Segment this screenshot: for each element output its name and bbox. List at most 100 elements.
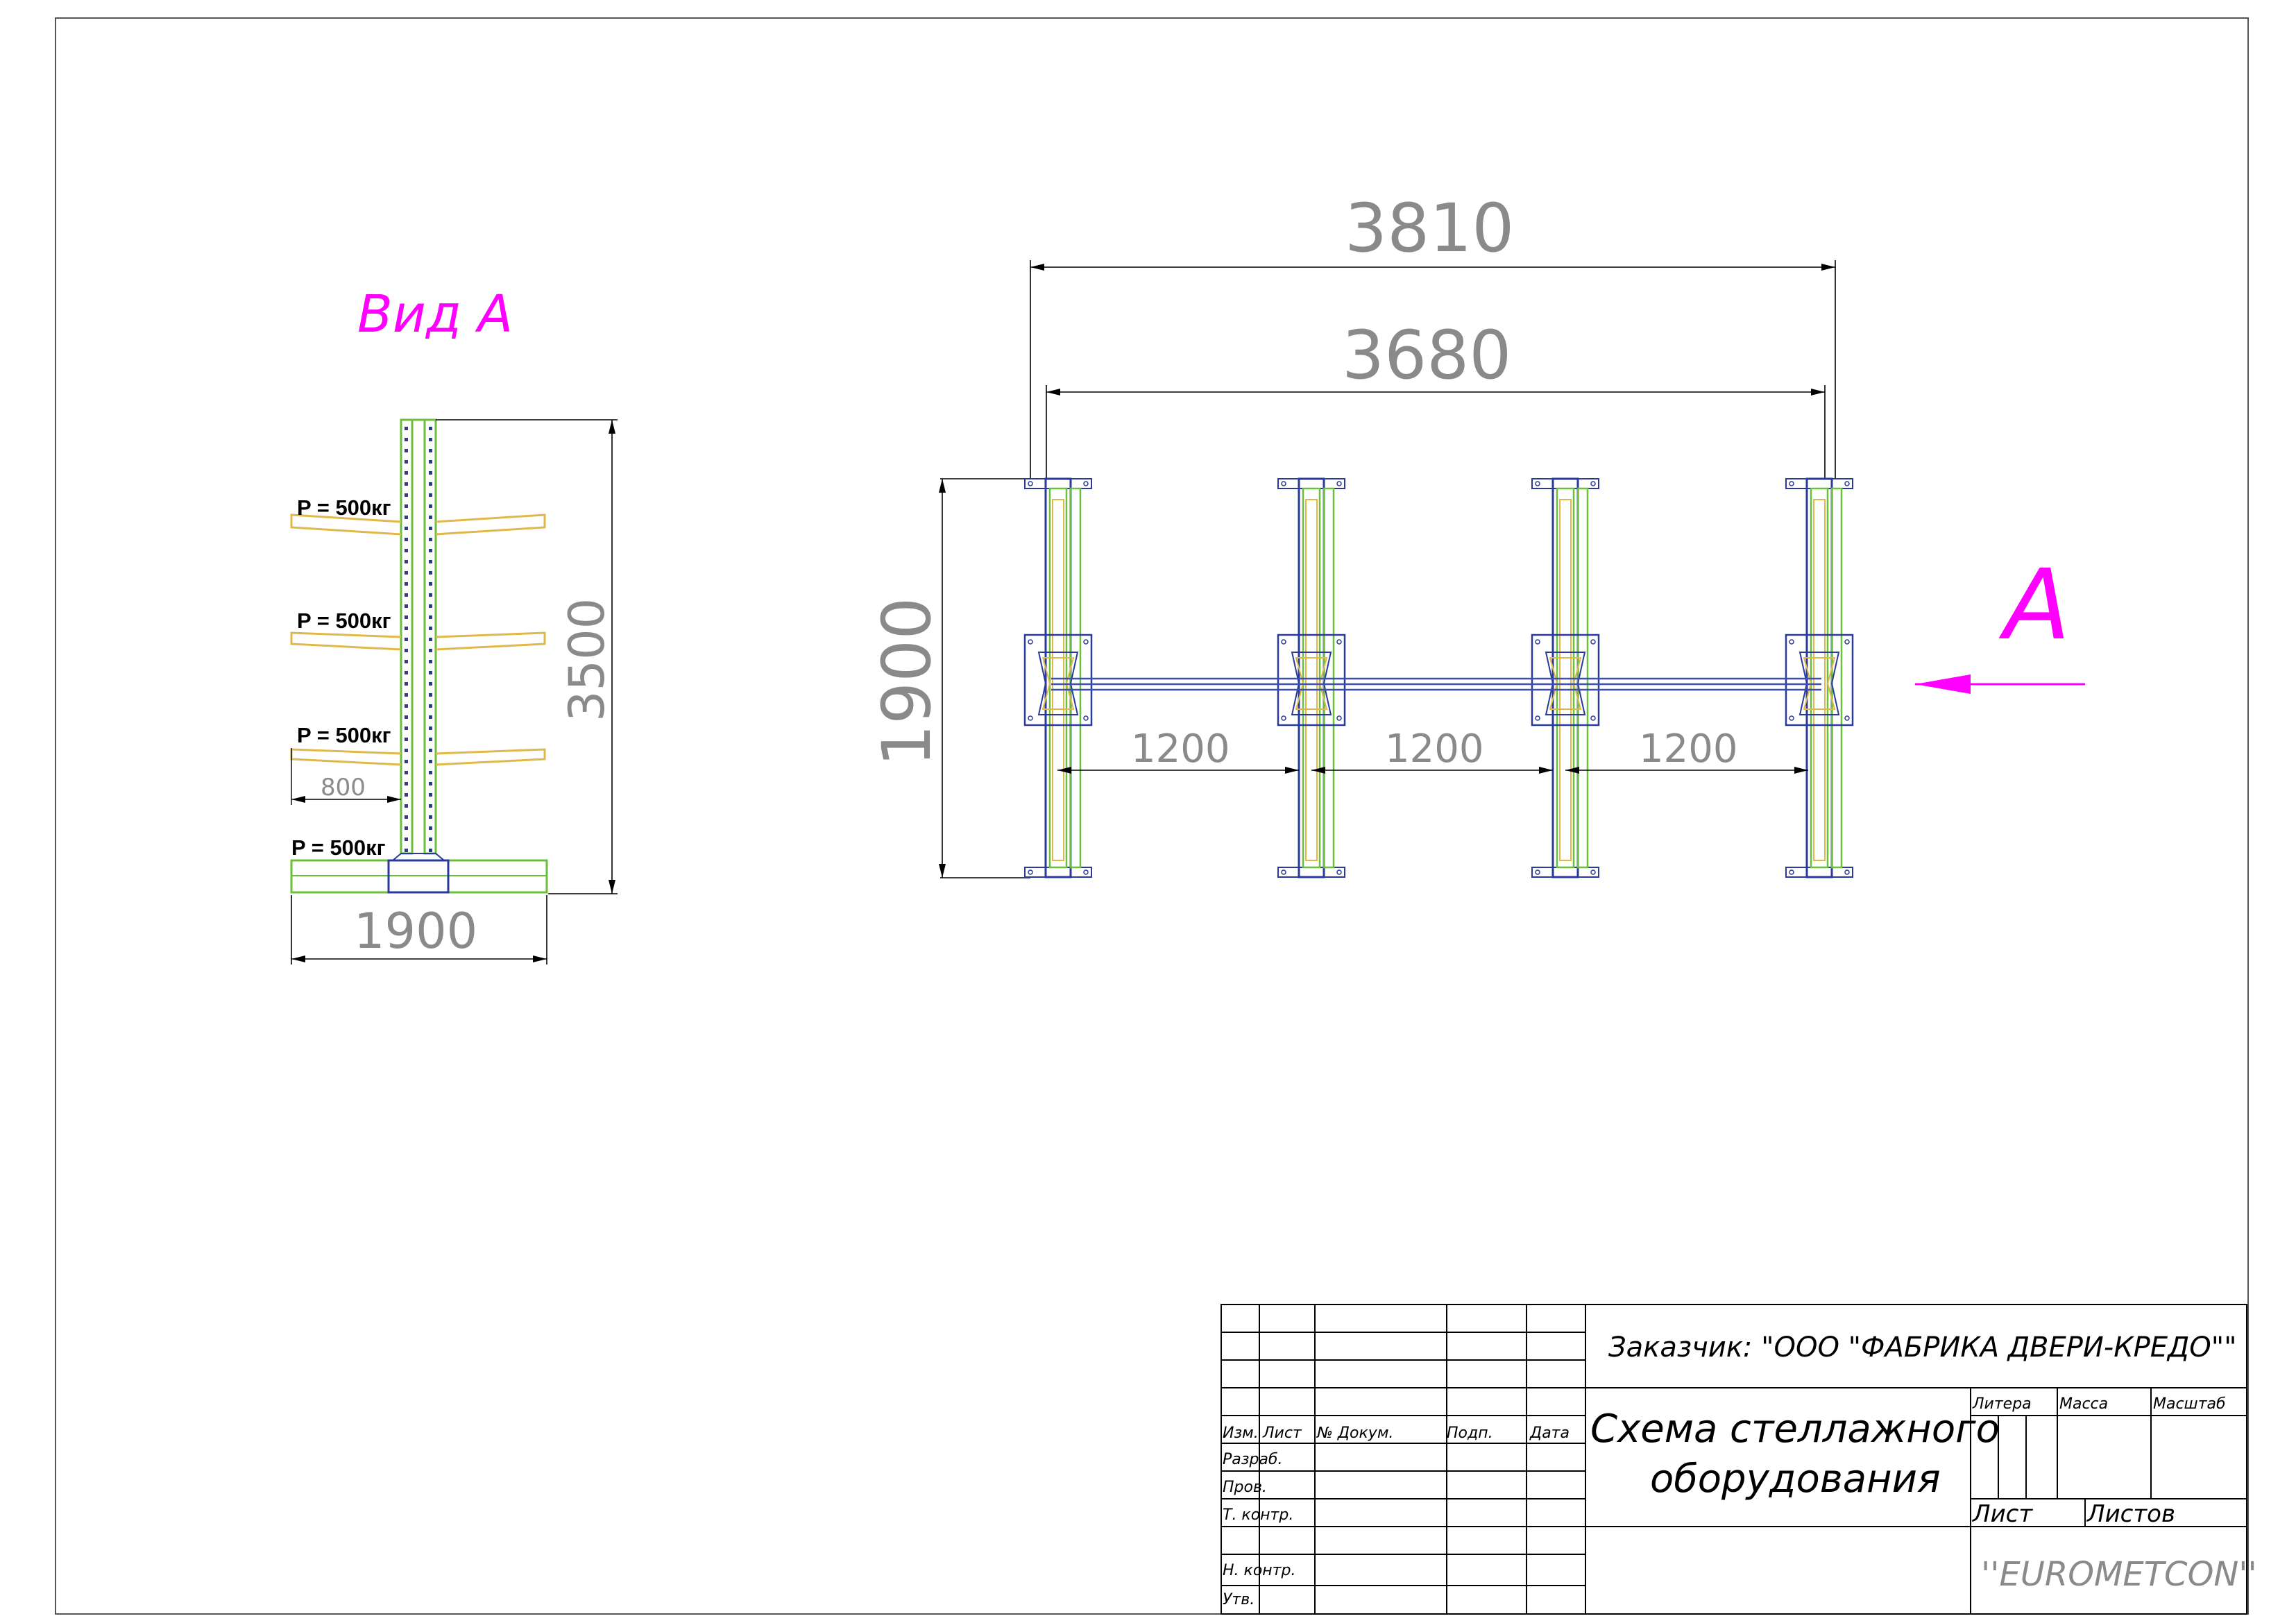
perforation	[405, 804, 408, 808]
perforation	[429, 638, 432, 641]
drawing-title-line1: Схема стеллажного	[1590, 1407, 2000, 1452]
header-masshtab: Масштаб	[2153, 1395, 2226, 1413]
perforation	[405, 438, 408, 441]
role-utv: Утв.	[1223, 1591, 1255, 1608]
view-a: Вид А P = 500кг P = 500кг P = 500	[290, 284, 618, 965]
perforation	[429, 782, 432, 785]
header-list: Лист	[1262, 1425, 1302, 1442]
span-label: 1200	[1131, 726, 1230, 772]
perforation	[405, 749, 408, 752]
central-beam	[1051, 677, 1821, 691]
dim-height-label: 3500	[559, 598, 615, 722]
header-listov: Листов	[2086, 1500, 2175, 1528]
perforation	[429, 715, 432, 719]
perforation	[429, 604, 432, 608]
perforation	[429, 838, 432, 841]
perforation	[429, 549, 432, 552]
perforation	[405, 604, 408, 608]
perforation	[405, 460, 408, 464]
header-litera: Литера	[1972, 1395, 2032, 1413]
upright-perforations	[405, 427, 432, 852]
perforation	[405, 671, 408, 674]
dim-inner	[1046, 385, 1826, 479]
perforation	[429, 760, 432, 763]
view-marker-arrow	[1915, 674, 2085, 694]
plan-view: 3810 3680 1900 1200 1200 1	[868, 189, 2085, 878]
dim-arm-label: 800	[321, 774, 366, 801]
perforation	[405, 516, 408, 519]
perforation	[429, 749, 432, 752]
perforation	[405, 638, 408, 641]
perforation	[405, 771, 408, 774]
perforation	[405, 571, 408, 575]
perforation	[429, 460, 432, 464]
perforation	[405, 427, 408, 430]
perforation	[405, 849, 408, 852]
perforation	[429, 815, 432, 819]
cantilever-arms	[290, 513, 546, 766]
header-izm: Изм.	[1223, 1425, 1259, 1442]
load-label: P = 500кг	[297, 495, 391, 520]
perforation	[405, 660, 408, 663]
perforation	[429, 560, 432, 563]
role-nkontr: Н. контр.	[1223, 1562, 1295, 1579]
customer-label: Заказчик: "ООО "ФАБРИКА ДВЕРИ-КРЕДО""	[1608, 1332, 2237, 1363]
perforation	[429, 615, 432, 619]
perforation	[405, 738, 408, 741]
perforation	[429, 438, 432, 441]
perforation	[429, 593, 432, 597]
dim-depth-side-label: 1900	[354, 903, 477, 960]
perforation	[429, 538, 432, 541]
perforation	[429, 582, 432, 586]
perforation	[429, 627, 432, 630]
perforation	[429, 771, 432, 774]
perforation	[429, 704, 432, 708]
perforation	[405, 726, 408, 730]
perforation	[405, 682, 408, 686]
header-podp: Подп.	[1447, 1425, 1493, 1442]
perforation	[429, 849, 432, 852]
perforation	[405, 449, 408, 452]
dim-depth-plan	[939, 478, 1030, 878]
dim-arm	[291, 748, 401, 805]
dim-overall-label: 3810	[1345, 189, 1514, 267]
perforation	[405, 560, 408, 563]
perforation	[405, 704, 408, 708]
header-list2: Лист	[1971, 1500, 2033, 1528]
perforation	[429, 427, 432, 430]
view-marker-label: A	[1998, 549, 2070, 662]
perforation	[405, 815, 408, 819]
perforation	[429, 738, 432, 741]
perforation	[405, 838, 408, 841]
perforation	[429, 726, 432, 730]
role-prov: Пров.	[1223, 1479, 1267, 1496]
perforation	[405, 527, 408, 530]
perforation	[429, 793, 432, 797]
perforation	[429, 482, 432, 486]
drawing-title-line2: оборудования	[1650, 1456, 1941, 1502]
perforation	[429, 660, 432, 663]
view-a-title: Вид А	[357, 284, 513, 344]
span-label: 1200	[1385, 726, 1484, 772]
load-label: P = 500кг	[297, 723, 391, 747]
perforation	[429, 682, 432, 686]
title-block	[1221, 1304, 2247, 1615]
header-doc: № Докум.	[1316, 1425, 1393, 1442]
perforation	[405, 826, 408, 830]
span-label: 1200	[1639, 726, 1738, 772]
perforation	[405, 649, 408, 652]
perforation	[405, 593, 408, 597]
role-razrab: Разраб.	[1223, 1451, 1282, 1468]
dim-depth-plan-label: 1900	[868, 597, 946, 767]
perforation	[405, 538, 408, 541]
dim-overall	[1030, 260, 1836, 479]
perforation	[429, 826, 432, 830]
load-label: P = 500кг	[297, 609, 391, 633]
perforation	[429, 693, 432, 697]
perforation	[429, 804, 432, 808]
sheet-frame	[55, 17, 2249, 1615]
perforation	[429, 504, 432, 508]
dim-inner-label: 3680	[1342, 316, 1511, 394]
perforation	[429, 516, 432, 519]
